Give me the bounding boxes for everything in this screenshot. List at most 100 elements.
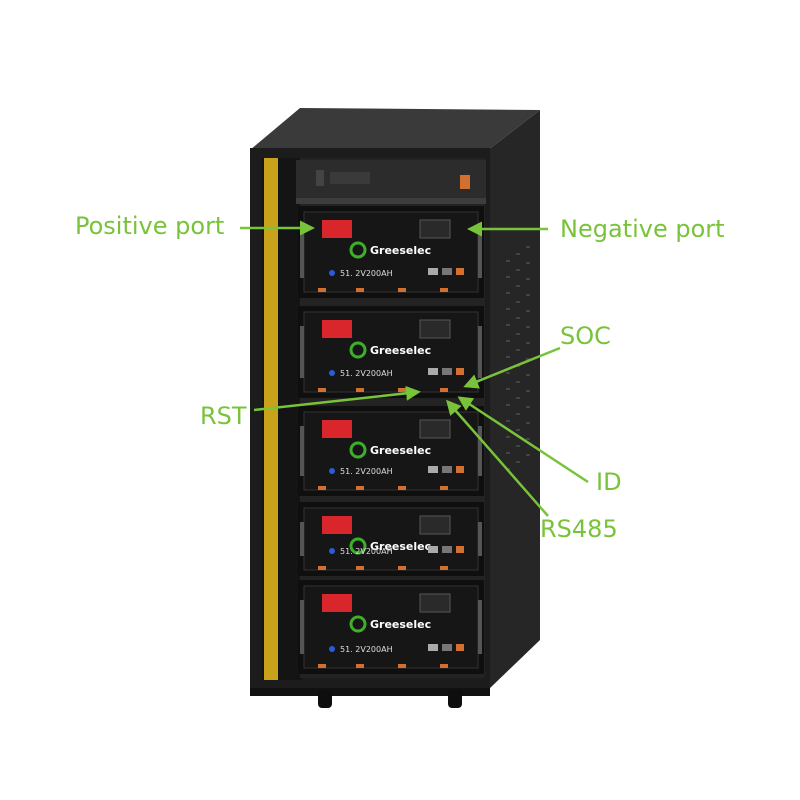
vent-hole [506,292,510,294]
vent-hole [516,269,520,271]
power-indicator-icon [329,548,335,554]
module-latch [440,288,448,292]
module-latch [440,388,448,392]
side-vent-holes [506,246,530,470]
cabinet-side-panel [488,110,540,690]
module-latch [440,566,448,570]
positive-terminal [322,220,352,238]
module-latch [440,486,448,490]
brand-logo-icon [349,537,367,555]
module-handle-left [300,600,304,654]
positive-terminal [322,320,352,338]
vent-hole [516,301,520,303]
brand-logo-icon [349,241,367,259]
vent-hole [516,413,520,415]
callout-id: ID [596,468,622,496]
brand-logo-icon [349,441,367,459]
cabinet-base [250,688,490,696]
module-latch [356,664,364,668]
arrow-id [457,396,589,484]
vent-hole [516,397,520,399]
module-model-label: 51. 2V200AH [340,645,393,654]
module-brand: Greeselec [370,444,431,457]
id-switch [456,546,464,553]
module-latch [356,566,364,570]
negative-terminal [419,515,451,535]
vent-hole [526,374,530,376]
callout-arrows [240,220,589,517]
rs485-port [442,546,452,553]
vent-hole [506,420,510,422]
negative-terminal [419,319,451,339]
rs485-port [442,368,452,375]
vent-hole [516,253,520,255]
module-handle-right [478,600,482,654]
vent-hole [526,454,530,456]
brand-logo-icon [349,341,367,359]
callout-negative-port: Negative port [560,215,725,243]
vent-hole [506,452,510,454]
module-brand: Greeselec [370,244,431,257]
callout-rst: RST [200,402,247,430]
module-handle-left [300,426,304,476]
arrow-rs485 [446,399,549,517]
vent-hole [506,388,510,390]
rs485-port [442,268,452,275]
vent-hole [516,317,520,319]
vent-hole [506,276,510,278]
module-latch [356,288,364,292]
module-latch [398,486,406,490]
module-brand: Greeselec [370,344,431,357]
module-handle-right [478,522,482,556]
vent-hole [526,390,530,392]
module-latch [318,388,326,392]
vent-hole [526,342,530,344]
power-indicator-icon [329,646,335,652]
module-brand: Greeselec [370,618,431,631]
cabinet-side-strip [264,158,278,680]
top-controller-unit [296,160,486,204]
vent-hole [526,246,530,248]
module-handle-left [300,226,304,278]
vent-hole [506,308,510,310]
arrow-soc [463,346,561,389]
id-switch [456,268,464,275]
id-switch [456,644,464,651]
module-handle-left [300,522,304,556]
rst-port [428,546,438,553]
module-latch [356,486,364,490]
vent-hole [516,429,520,431]
vent-hole [506,260,510,262]
positive-terminal [322,420,352,438]
vent-hole [526,294,530,296]
callout-positive-port: Positive port [75,212,225,240]
vent-hole [526,278,530,280]
module-latch [318,566,326,570]
id-switch [456,466,464,473]
module-handle-left [300,326,304,378]
rst-port [428,644,438,651]
module-latch [398,288,406,292]
module-latch [398,388,406,392]
rst-port [428,466,438,473]
module-latch [398,664,406,668]
module-brand: Greeselec [370,540,431,553]
arrow-rst [253,385,421,412]
callout-rs485: RS485 [540,515,618,543]
module-model-label: 51. 2V200AH [340,269,393,278]
vent-hole [526,262,530,264]
vent-hole [526,326,530,328]
cabinet-foot-right [448,690,462,708]
module-latch [356,388,364,392]
rst-port [428,268,438,275]
vent-hole [506,356,510,358]
vent-hole [526,310,530,312]
vent-hole [516,285,520,287]
module-latch [440,664,448,668]
vent-hole [506,324,510,326]
rs485-port [442,466,452,473]
